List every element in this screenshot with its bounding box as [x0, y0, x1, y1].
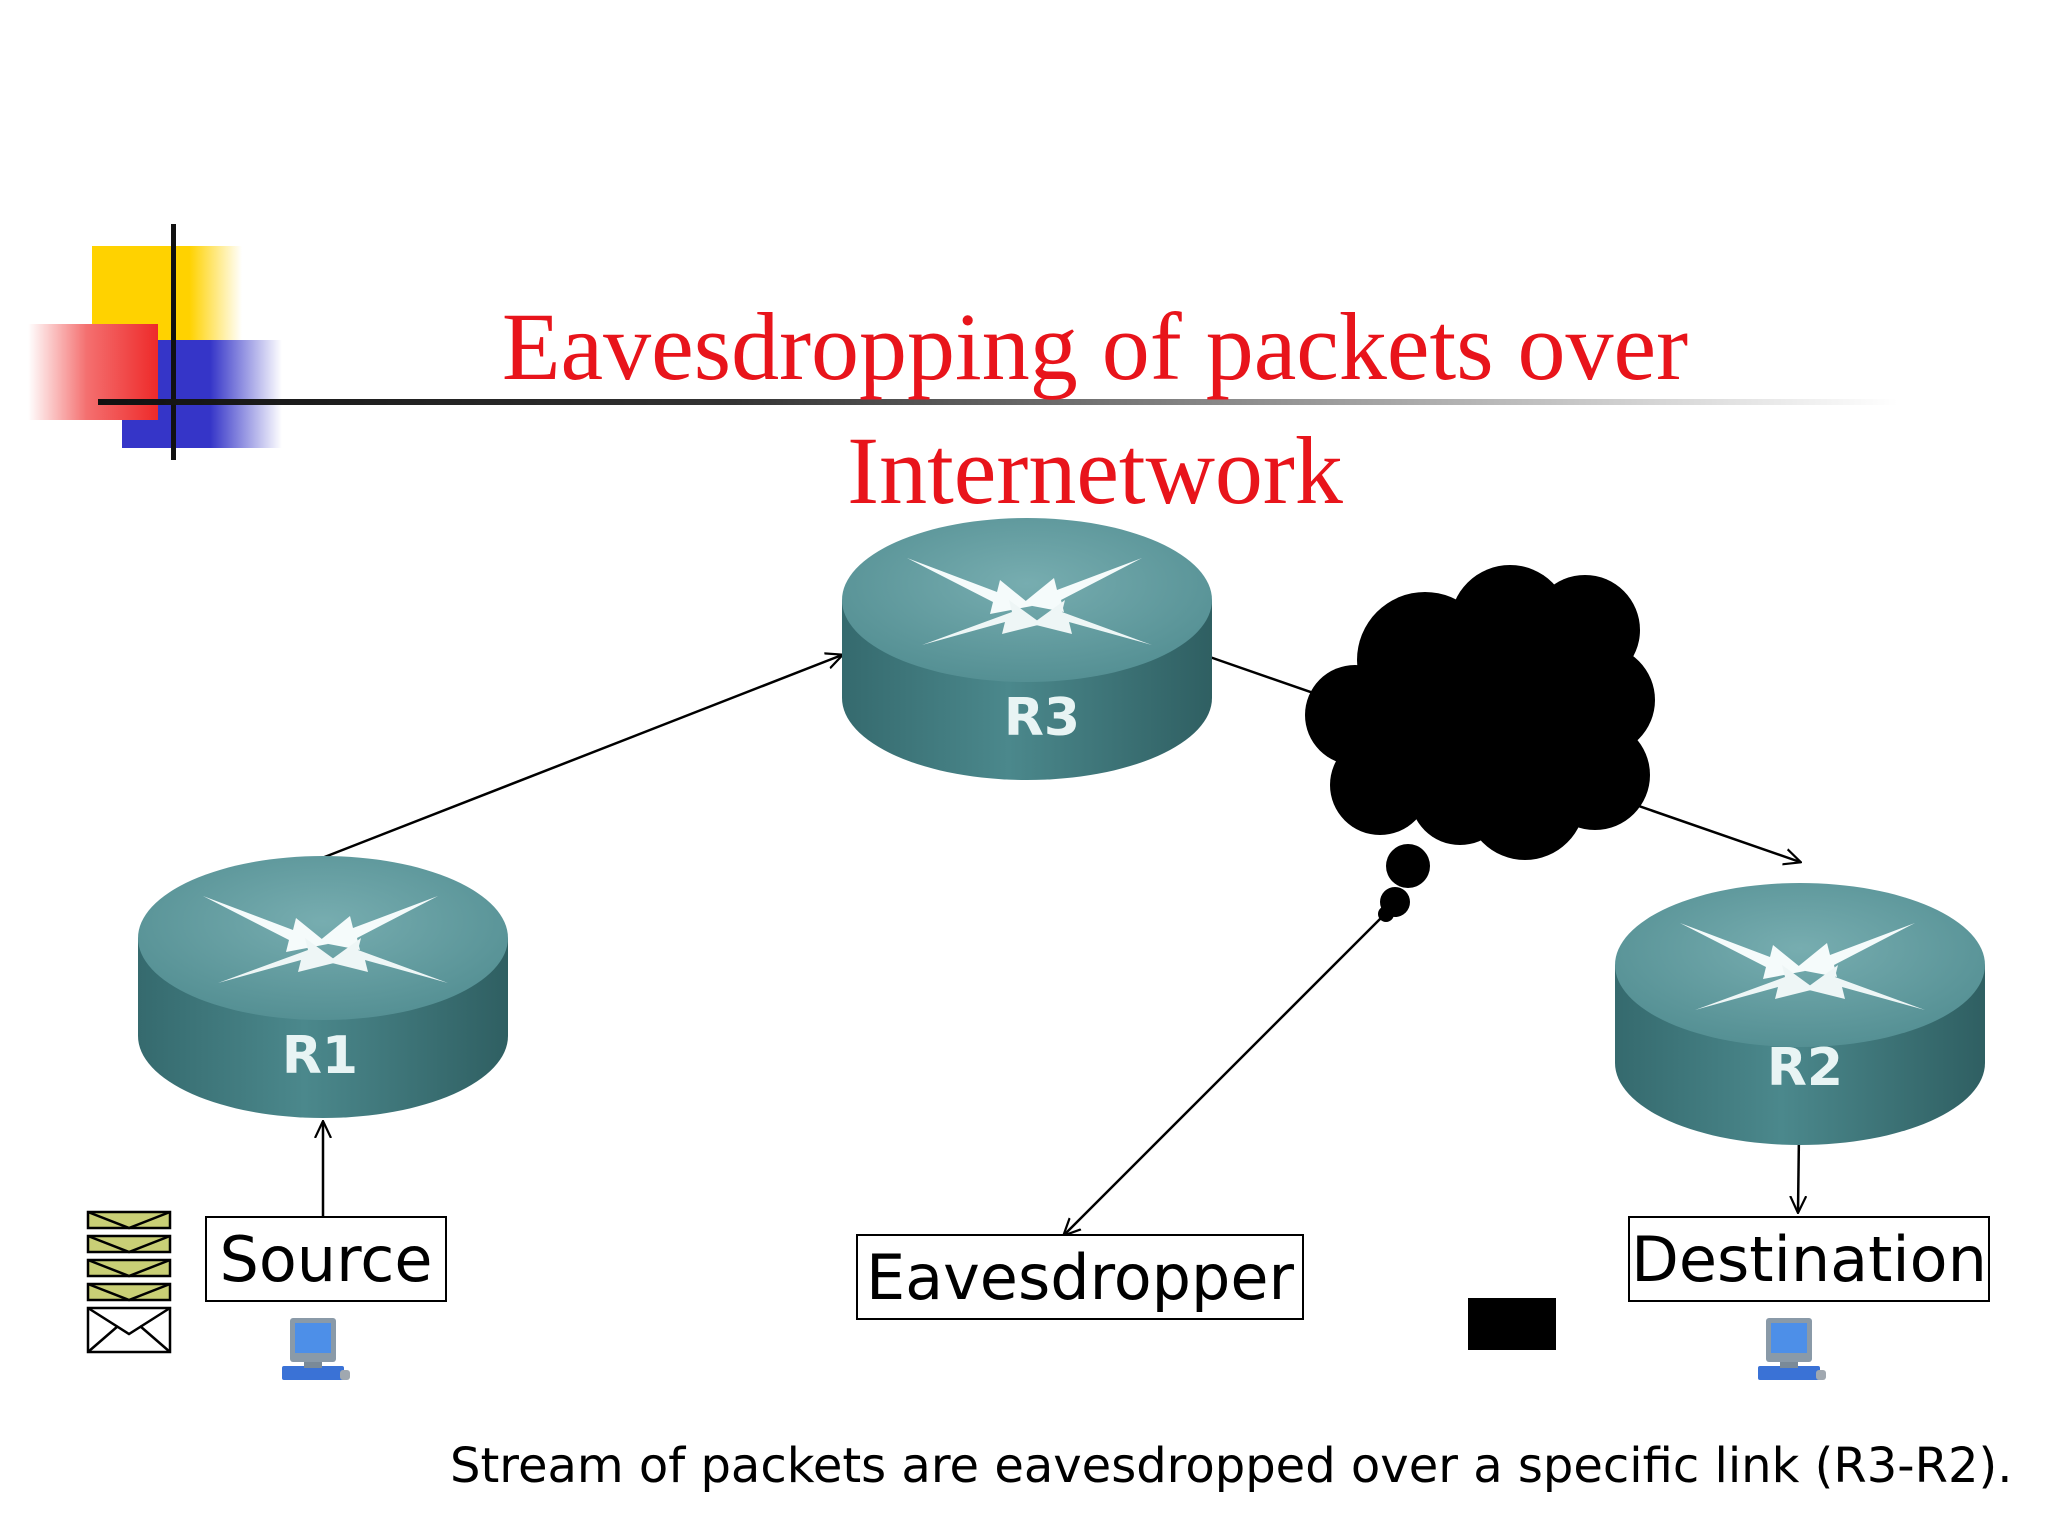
title-line-2: Internetwork [847, 417, 1343, 524]
eavesdropper-label: Eavesdropper [856, 1234, 1304, 1320]
router-r1-label: R1 [282, 1026, 358, 1086]
router-r3-label: R3 [1004, 688, 1080, 748]
title-rule [98, 399, 1898, 405]
router-r2-label: R2 [1767, 1038, 1843, 1098]
black-block [1468, 1298, 1556, 1350]
router-r1: R1 [138, 856, 508, 1118]
deco-vertical-bar [171, 224, 176, 460]
source-label-text: Source [219, 1222, 433, 1296]
destination-label: Destination [1628, 1216, 1990, 1302]
destination-computer-icon [1758, 1318, 1826, 1380]
source-computer-icon [282, 1318, 350, 1380]
router-r2: R2 [1615, 883, 1985, 1145]
link-cloud-eavesdropper [1064, 914, 1385, 1235]
router-r3: R3 [842, 518, 1212, 780]
page-title: Eavesdropping of packets over Internetwo… [330, 285, 1860, 533]
eavesdropper-label-text: Eavesdropper [865, 1240, 1295, 1314]
link-r2-destination [1798, 1131, 1799, 1212]
eavesdrop-cloud [1305, 565, 1655, 922]
link-r1-r3 [321, 655, 842, 860]
packet-stack-icon [86, 1210, 172, 1354]
destination-label-text: Destination [1631, 1222, 1987, 1296]
corner-decoration [28, 224, 282, 460]
slide-caption: Stream of packets are eavesdropped over … [450, 1438, 2013, 1494]
title-line-1: Eavesdropping of packets over [501, 293, 1689, 400]
source-label: Source [205, 1216, 447, 1302]
